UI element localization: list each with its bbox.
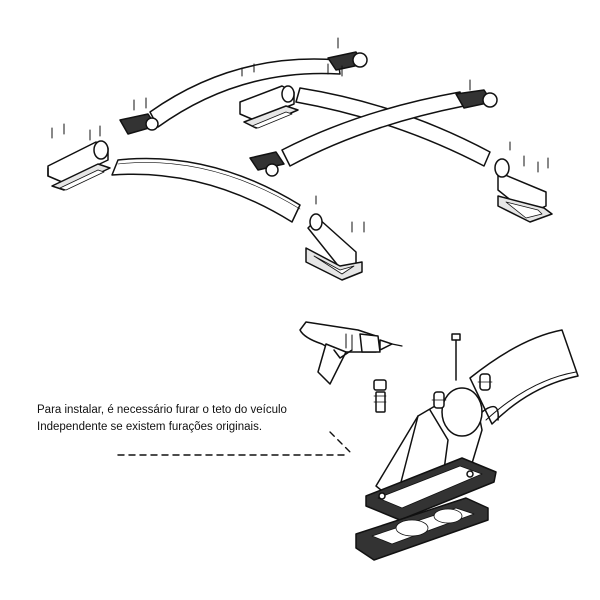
bar-clamps <box>119 51 498 177</box>
screw-icon <box>451 333 461 381</box>
bolt-icon <box>373 379 387 413</box>
note-line-1: Para instalar, é necessário furar o teto… <box>37 404 287 416</box>
crossbar-front <box>149 58 341 128</box>
rack-foot-bottom <box>305 213 363 281</box>
screws-exploded <box>51 37 549 233</box>
note-line-2: Independente se existem furações origina… <box>37 421 263 433</box>
drill-icon <box>299 321 403 385</box>
rack-foot-left <box>47 140 111 191</box>
rack-foot-center <box>239 85 299 129</box>
base-plates <box>355 457 497 561</box>
rack-foot-right <box>494 158 553 223</box>
installation-note: Para instalar, é necessário furar o teto… <box>37 402 337 436</box>
leader-line <box>117 431 351 456</box>
crossbar-rear <box>111 157 301 223</box>
bar-tube <box>469 329 579 425</box>
crossbar-middle <box>281 87 491 167</box>
